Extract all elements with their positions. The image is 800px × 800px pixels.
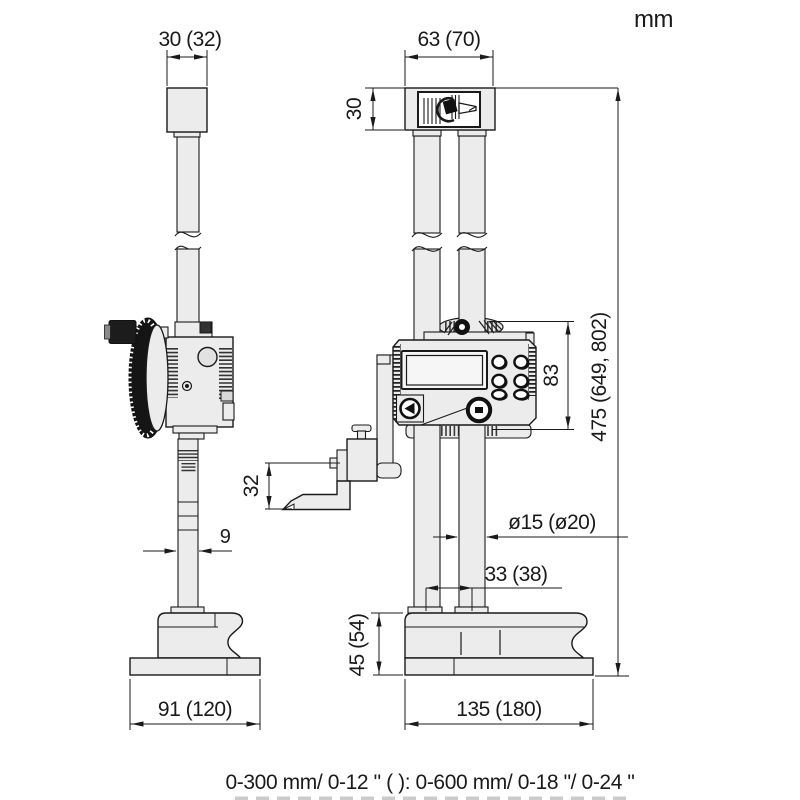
dim-label-head-width: 63 (70) (417, 28, 480, 51)
keypad-button (513, 354, 529, 370)
keypad-buttons (491, 354, 530, 401)
keypad-button (491, 388, 508, 401)
panel-crease (420, 406, 471, 426)
dim-base-height: 45 (54) (346, 612, 403, 677)
side-column-collar (170, 606, 205, 614)
side-clamp-screw-block (199, 321, 212, 334)
fine-feed-knob-cap (104, 324, 111, 340)
dim-label-scriber-drop: 32 (240, 475, 263, 497)
front-base-body (404, 612, 588, 659)
dim-label-base-depth: 91 (120) (158, 698, 232, 721)
dim-overall-height: 475 (649, 802) (495, 87, 629, 677)
front-column-left-upper (413, 135, 441, 234)
front-column-neck-right (457, 129, 487, 137)
dim-head-height: 30 (343, 87, 405, 131)
dim-slider-height: 83 (490, 321, 574, 430)
dim-head-width: 63 (70) (404, 28, 494, 86)
scriber-clamp-step (336, 449, 348, 482)
side-carriage-step1 (172, 425, 218, 434)
scriber-blade (281, 480, 351, 511)
side-right-tab-upper (220, 390, 234, 402)
dim-label-slider-height: 83 (540, 364, 563, 386)
range-note: 0-300 mm/ 0-12 " ( ): 0-600 mm/ 0-18 "/ … (226, 771, 635, 794)
scriber-bracket-foot (375, 462, 402, 479)
dim-label-base-height: 45 (54) (346, 613, 369, 676)
side-base-slab (129, 657, 261, 676)
front-base-slab (404, 657, 594, 676)
dim-column-diameter: ø15 (ø20) (433, 511, 628, 540)
side-cap-neck (173, 131, 201, 138)
dim-column-pitch: 33 (38) (425, 563, 562, 611)
unit-label: mm (634, 6, 673, 33)
side-screw-inner (185, 384, 189, 388)
hand-crank-icon (417, 91, 481, 128)
dim-scriber-drop: 32 (240, 462, 340, 510)
front-column-collar-left (407, 606, 443, 614)
power-button-glyph (475, 407, 483, 413)
scriber-clamp (346, 438, 378, 482)
dim-label-overall-height: 475 (649, 802) (588, 312, 611, 442)
dim-base-depth: 91 (120) (129, 679, 261, 730)
side-screw-outer (181, 380, 193, 392)
dim-base-width: 135 (180) (404, 679, 594, 730)
side-beam-break-top (174, 231, 202, 238)
front-column-left-lower (413, 248, 441, 608)
dim-probe-width: 30 (32) (158, 28, 222, 86)
dim-label-base-width: 135 (180) (456, 698, 541, 721)
side-carriage-step2 (178, 432, 205, 440)
keypad-button (491, 354, 507, 370)
front-column-right-upper (458, 135, 486, 234)
front-column-right-lower (458, 248, 486, 608)
keypad-button (491, 373, 507, 389)
side-carriage-hole (197, 346, 218, 368)
side-right-tab-lower (222, 402, 235, 421)
drive-belt-hatch (443, 320, 503, 336)
front-column-neck-left (412, 129, 442, 137)
dim-label-beam-width: 9 (220, 526, 231, 548)
side-base-body (157, 612, 244, 659)
dim-beam-width: 9 (143, 526, 232, 554)
dim-label-column-pitch: 33 (38) (484, 563, 547, 586)
feed-pulley-hub (459, 324, 465, 330)
left-triangle-icon (404, 402, 415, 415)
side-beam-lower (176, 248, 200, 324)
fine-feed-knob (108, 320, 137, 344)
dim-label-probe-width: 30 (32) (158, 28, 221, 51)
side-beam-upper (176, 136, 200, 233)
keypad-button (513, 373, 529, 389)
dimension-annotations: 30 (32) 63 (70) 30 475 (649, 802) (129, 28, 629, 730)
dim-label-head-height: 30 (343, 98, 366, 120)
scriber-thumb-screw-stem (356, 430, 367, 440)
side-probe-cap (166, 87, 208, 133)
dim-label-column-diameter: ø15 (ø20) (508, 511, 596, 534)
keypad-button (513, 388, 530, 401)
lcd-display-inner (405, 354, 484, 386)
front-view (281, 87, 594, 676)
hand-wheel-face (145, 324, 169, 432)
scriber-bracket-bar (376, 354, 394, 466)
side-view (104, 87, 261, 676)
